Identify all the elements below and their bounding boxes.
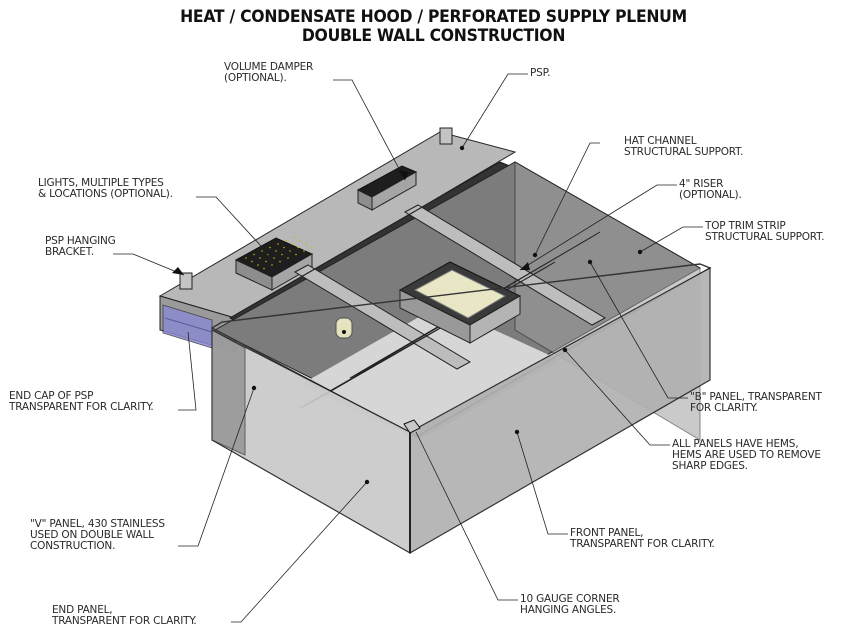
perforation-dot	[303, 250, 305, 252]
drawing-title-line2: DOUBLE WALL CONSTRUCTION	[301, 26, 566, 46]
leader-psp-bracket	[113, 253, 185, 276]
light-fixture	[234, 236, 314, 291]
callout-end-cap: END CAP OF PSP TRANSPARENT FOR CLARITY.	[9, 390, 154, 413]
leader-corner-angles	[415, 431, 518, 601]
leader-end-cap	[178, 331, 197, 411]
callout-riser: 4" RISER (OPTIONAL).	[679, 178, 742, 201]
leader-lines	[113, 73, 703, 623]
perforation-dot	[275, 250, 277, 252]
perforation-dot	[293, 236, 295, 238]
perforation-dot	[283, 246, 285, 249]
perforation-dot	[281, 253, 283, 256]
callout-psp: PSP.	[530, 67, 551, 79]
leader-b-panel	[589, 261, 688, 399]
leader-psp	[461, 73, 528, 149]
perforation-dot	[297, 246, 299, 249]
perforation-dot	[291, 243, 293, 245]
perforation-dot	[253, 253, 255, 256]
callout-end-panel: END PANEL, TRANSPARENT FOR CLARITY.	[52, 604, 197, 627]
callout-hat-channel: HAT CHANNEL STRUCTURAL SUPPORT.	[624, 135, 744, 158]
leader-volume-damper	[333, 79, 406, 181]
callout-b-panel: "B" PANEL, TRANSPARENT FOR CLARITY.	[690, 391, 822, 414]
perforation-dot	[271, 264, 273, 266]
perforation-dot	[263, 267, 265, 270]
hood-interior-floor-light	[300, 305, 560, 440]
perforation-dot	[259, 257, 261, 259]
v-panel	[211, 329, 246, 456]
perforation-dot	[287, 257, 289, 259]
callout-v-panel: "V" PANEL, 430 STAINLESS USED ON DOUBLE …	[30, 518, 165, 552]
canister-light	[335, 317, 353, 339]
perforation-dot	[269, 246, 271, 249]
callout-front-panel: FRONT PANEL, TRANSPARENT FOR CLARITY.	[570, 527, 715, 550]
perforation-dot	[261, 250, 263, 252]
perforation-dot	[289, 250, 291, 252]
perforation-dot	[305, 243, 307, 245]
psp-hanging-bracket	[179, 272, 193, 290]
leader-end-panel	[231, 481, 368, 623]
perforation-dot	[245, 257, 247, 259]
leader-top-trim	[639, 226, 703, 253]
perforation-dot	[299, 239, 301, 242]
drawing-title-line1: HEAT / CONDENSATE HOOD / PERFORATED SUPP…	[180, 7, 687, 27]
perforation-dot	[277, 243, 279, 245]
hat-channel-supports	[229, 161, 607, 409]
leader-hems	[564, 349, 670, 446]
perforation-dot	[257, 264, 259, 266]
light-perforations	[245, 236, 313, 270]
leader-front-panel	[516, 431, 568, 535]
leader-riser	[519, 184, 677, 271]
perforation-dot	[273, 257, 275, 259]
perforation-dot	[251, 260, 253, 263]
leader-lights	[196, 196, 273, 259]
leader-v-panel	[178, 387, 255, 547]
callout-hems: ALL PANELS HAVE HEMS, HEMS ARE USED TO R…	[672, 438, 821, 472]
perforation-dot	[295, 253, 297, 256]
leader-hat-channel	[534, 142, 600, 256]
callout-lights: LIGHTS, MULTIPLE TYPES & LOCATIONS (OPTI…	[38, 177, 173, 200]
psp-hanging-bracket	[439, 127, 453, 145]
perforation-dot	[285, 239, 287, 242]
callout-volume-damper: VOLUME DAMPER (OPTIONAL).	[224, 61, 314, 84]
perforation-dot	[265, 260, 267, 263]
callout-corner-angles: 10 GAUGE CORNER HANGING ANGLES.	[520, 593, 620, 616]
leader-endpoints	[172, 145, 643, 485]
callout-top-trim: TOP TRIM STRIP STRUCTURAL SUPPORT.	[705, 220, 825, 243]
perforation-dot	[279, 260, 281, 263]
hood-body	[210, 161, 712, 555]
perforation-dot	[311, 246, 313, 249]
callout-psp-bracket: PSP HANGING BRACKET.	[45, 235, 116, 258]
